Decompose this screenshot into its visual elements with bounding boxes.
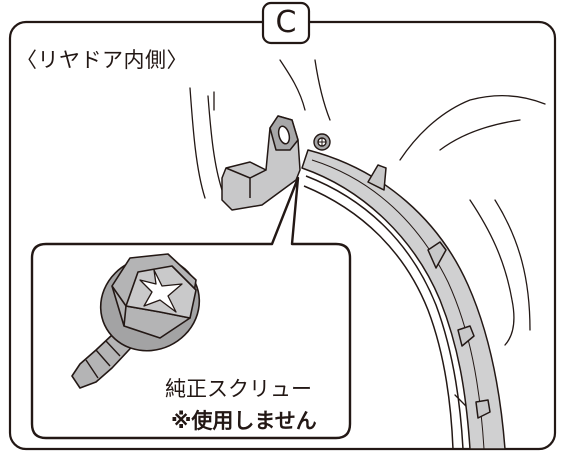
screw-location-marker	[313, 133, 331, 151]
upper-panel-line	[279, 59, 306, 111]
door-bracket	[221, 115, 301, 211]
weatherstrip	[301, 149, 506, 450]
right-panel-top	[399, 95, 546, 161]
right-panel-line	[439, 119, 521, 151]
right-panel-curve	[469, 199, 515, 346]
part-name-label: 純正スクリュー	[165, 377, 312, 401]
not-used-note: ※使用しません	[171, 409, 317, 433]
frame-title: 〈リヤドア内側〉	[16, 48, 188, 72]
tapping-screw-icon	[71, 253, 201, 389]
door-edge-line	[189, 87, 206, 199]
section-label-box	[261, 1, 311, 45]
section-label: C	[275, 5, 297, 40]
upper-panel-line-2	[314, 59, 331, 121]
right-panel-curve-2	[494, 199, 531, 331]
door-edge-line-inner	[207, 95, 223, 191]
